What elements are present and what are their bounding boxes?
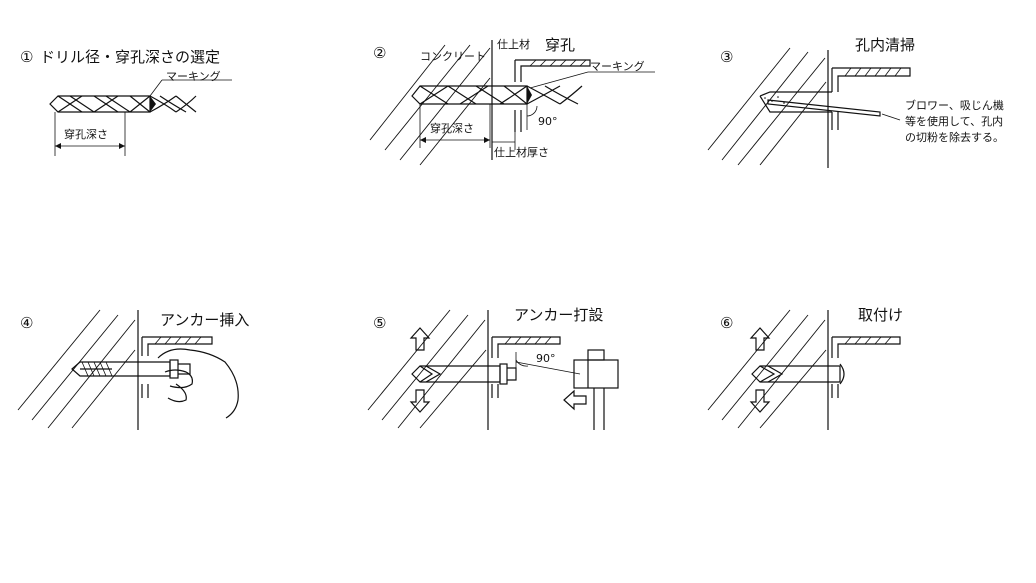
step-3-hole bbox=[759, 91, 832, 113]
step-1-depth-label: 穿孔深さ bbox=[64, 127, 108, 141]
step-2-depth-label: 穿孔深さ bbox=[430, 121, 474, 135]
step-3: ③ 孔内清掃 ブロワー、吸じん機 等を使用して、孔内 の切粉を除去する。 bbox=[707, 36, 1004, 168]
step-5-expand-down-arrow bbox=[409, 389, 431, 413]
step-5-hammer bbox=[573, 349, 619, 430]
step-4: ④ アンカー挿入 bbox=[17, 309, 249, 430]
step-6-expand-down-arrow bbox=[749, 389, 771, 413]
step-6-expand-up-arrow bbox=[749, 327, 771, 351]
step-3-blower-nozzle bbox=[767, 99, 881, 117]
step-4-number: ④ bbox=[20, 314, 33, 332]
step-6-number: ⑥ bbox=[720, 314, 733, 332]
step-3-note-line2: 等を使用して、孔内 bbox=[905, 114, 1003, 128]
step-2-concrete-label: コンクリート bbox=[420, 50, 486, 63]
step-1-marking-label: マーキング bbox=[166, 69, 221, 83]
step-1-marking-leader bbox=[149, 79, 163, 97]
step-2: ② 穿孔 仕上材 コンクリート マーキング bbox=[369, 36, 655, 166]
step-6: ⑥ 取付け bbox=[707, 306, 903, 430]
step-1-number: ① bbox=[20, 48, 33, 66]
step-4-title: アンカー挿入 bbox=[160, 311, 249, 329]
step-2-title: 穿孔 bbox=[545, 36, 575, 54]
step-6-anchor bbox=[751, 363, 845, 385]
step-1-marking-tape bbox=[150, 96, 156, 112]
step-6-finish-material bbox=[831, 336, 901, 398]
step-5-number: ⑤ bbox=[373, 314, 386, 332]
step-5: ⑤ アンカー打設 90° bbox=[367, 306, 619, 430]
step-4-finish-material bbox=[141, 336, 213, 398]
step-4-anchor bbox=[71, 359, 191, 379]
step-5-finish-material bbox=[491, 336, 561, 398]
step-5-angle-label: 90° bbox=[536, 352, 556, 365]
step-2-marking-label: マーキング bbox=[590, 59, 645, 73]
step-1: ① ドリル径・穿孔深さの選定 マーキング 穿孔深さ bbox=[20, 48, 232, 156]
step-2-finish-material bbox=[514, 59, 591, 132]
step-2-number: ② bbox=[373, 44, 386, 62]
step-6-title: 取付け bbox=[858, 306, 903, 324]
step-2-finish-label: 仕上材 bbox=[497, 37, 530, 51]
step-3-finish-material bbox=[831, 67, 911, 130]
step-5-wall-hatch bbox=[367, 309, 487, 429]
step-2-drill-bit bbox=[411, 85, 583, 105]
step-1-drill-bit bbox=[49, 95, 197, 113]
step-4-wall-hatch bbox=[17, 309, 136, 429]
step-2-finish-thickness-label: 仕上材厚さ bbox=[494, 145, 549, 159]
step-3-title: 孔内清掃 bbox=[855, 36, 915, 54]
step-3-note-line3: の切粉を除去する。 bbox=[905, 130, 1004, 144]
step-5-expand-up-arrow bbox=[409, 327, 431, 351]
step-5-strike-arrow bbox=[563, 389, 587, 411]
step-4-hand bbox=[157, 348, 239, 419]
step-3-note-line1: ブロワー、吸じん機 bbox=[905, 98, 1004, 112]
step-3-number: ③ bbox=[720, 48, 733, 66]
step-2-wall-hatch bbox=[369, 44, 491, 166]
step-5-anchor bbox=[411, 363, 517, 385]
step-5-title: アンカー打設 bbox=[514, 306, 603, 324]
step-2-angle-label: 90° bbox=[538, 115, 558, 128]
step-1-title: ドリル径・穿孔深さの選定 bbox=[40, 48, 220, 66]
